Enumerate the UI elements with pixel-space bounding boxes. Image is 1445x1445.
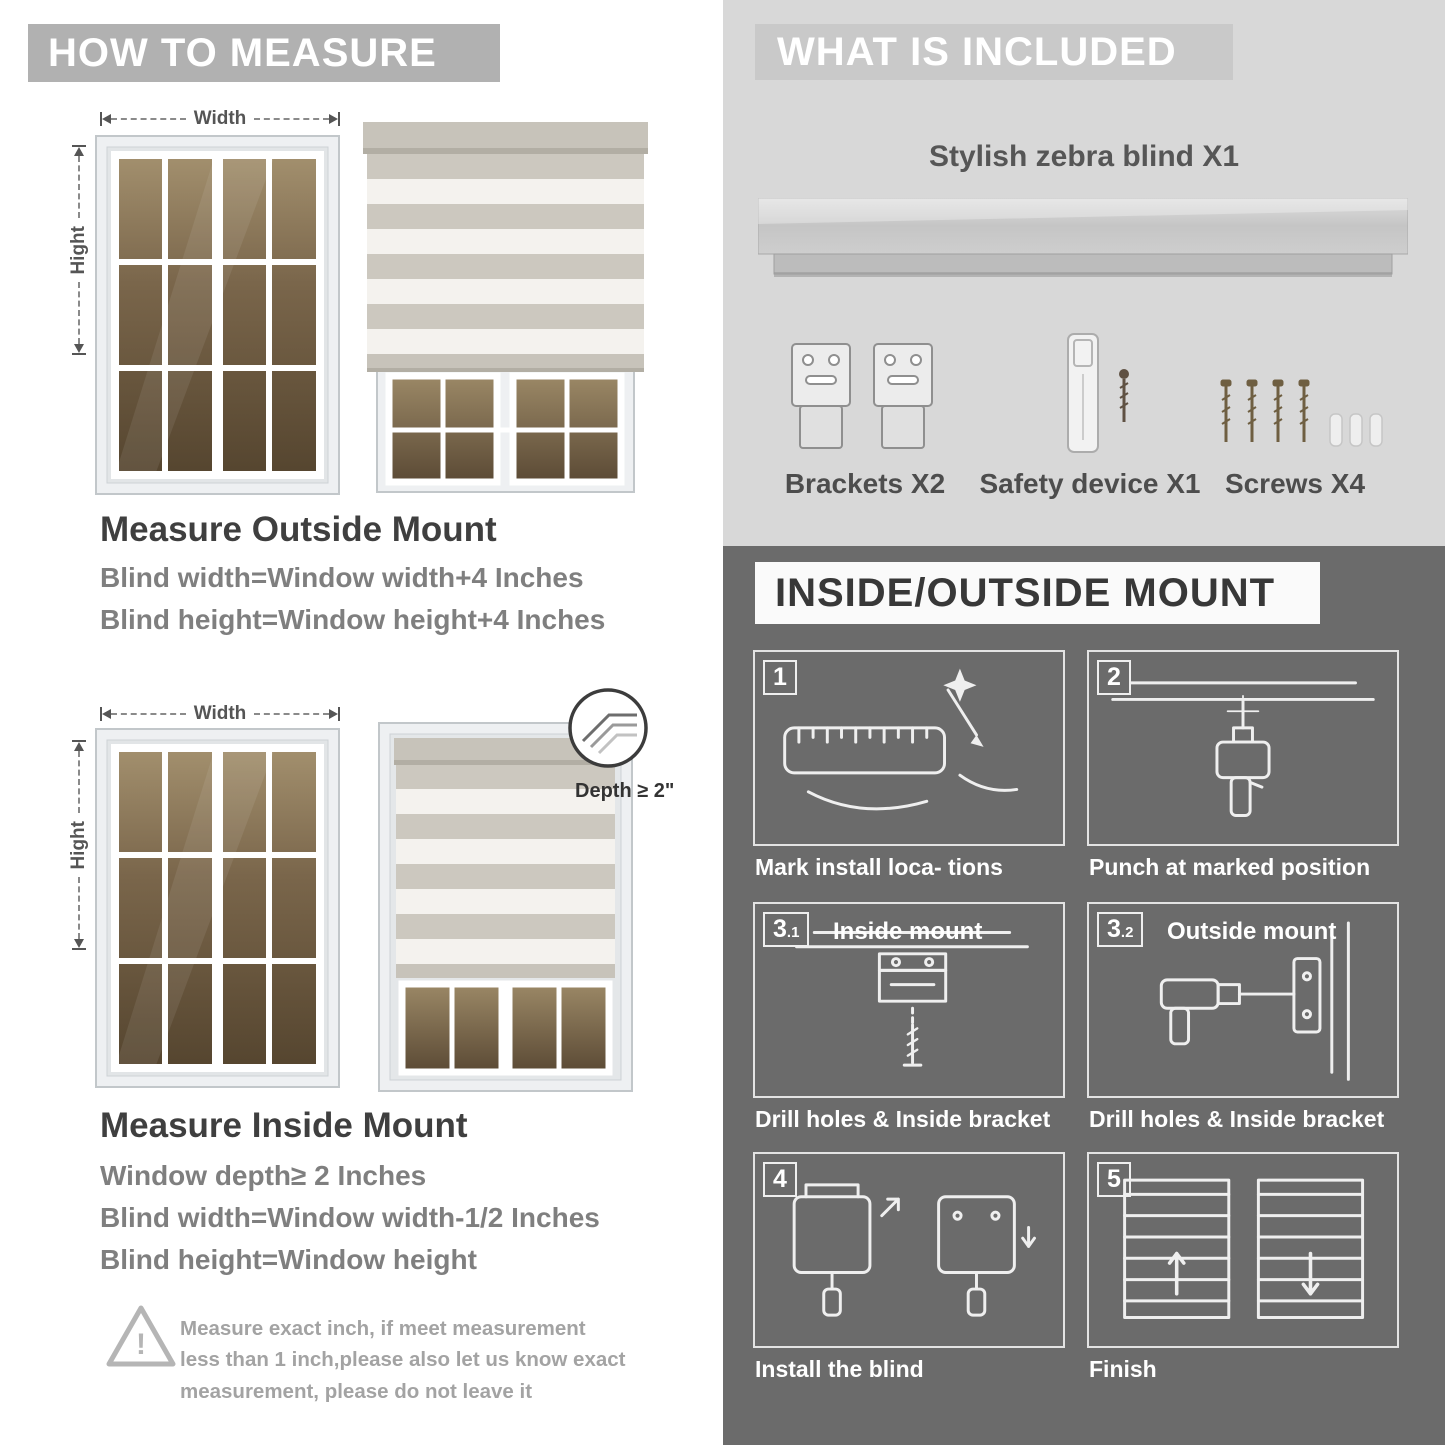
height-arrow: Hight xyxy=(68,740,90,951)
step-number: 2 xyxy=(1097,660,1131,695)
height-arrow: Hight xyxy=(68,145,90,356)
arrow-right-icon xyxy=(329,114,338,124)
what-is-included-header: WHAT IS INCLUDED xyxy=(755,24,1233,80)
step-caption-3-2: Drill holes & Inside bracket xyxy=(1089,1106,1385,1132)
depth-label: Depth ≥ 2" xyxy=(575,780,675,802)
step-number-sub: .1 xyxy=(786,924,800,941)
outside-width-spec: Blind width=Window width+4 Inches xyxy=(100,562,584,593)
inside-depth-spec: Window depth≥ 2 Inches xyxy=(100,1160,427,1191)
inside-height-spec: Blind height=Window height xyxy=(100,1244,477,1275)
step-panel-5: 5 xyxy=(1087,1152,1399,1348)
step-number: 4 xyxy=(763,1162,797,1197)
step-number-text: 1 xyxy=(773,663,787,691)
arrow-end-tick xyxy=(338,707,340,721)
step-number-text: 3 xyxy=(1107,915,1121,943)
warning-text: Measure exact inch, if meet measurement … xyxy=(180,1316,626,1404)
step-number: 3 .2 xyxy=(1097,912,1144,947)
dashed-line xyxy=(78,156,80,218)
drill-illustration xyxy=(1111,681,1375,817)
step-caption-1: Mark install loca- tions xyxy=(755,854,1003,880)
mount-header: INSIDE/OUTSIDE MOUNT xyxy=(755,562,1320,624)
arrow-down-icon xyxy=(74,939,84,949)
depth-callout-circle xyxy=(568,688,648,768)
step-number: 1 xyxy=(763,660,797,695)
step-panel-4: 4 xyxy=(753,1152,1065,1348)
step-number-text: 3 xyxy=(773,915,787,943)
step-number-sub: .2 xyxy=(1120,924,1134,941)
step-number: 5 xyxy=(1097,1162,1131,1197)
arrow-left-icon xyxy=(102,709,111,719)
warning-triangle-icon: ! xyxy=(106,1305,176,1367)
outside-bracket-illustration xyxy=(1159,921,1350,1081)
step-number-text: 4 xyxy=(773,1165,787,1193)
step-caption-5: Finish xyxy=(1089,1356,1157,1382)
arrow-end-tick xyxy=(100,112,102,126)
how-to-measure-header: HOW TO MEASURE xyxy=(28,24,500,82)
step-title: Outside mount xyxy=(1167,918,1337,945)
height-label: Hight xyxy=(68,820,89,870)
step-number-text: 2 xyxy=(1107,663,1121,691)
step-panel-3-1: 3 .1 Inside mount xyxy=(753,902,1065,1098)
inside-bracket-illustration xyxy=(795,931,1029,1067)
step-panel-1: 1 xyxy=(753,650,1065,846)
zebra-blind-outside-illustration xyxy=(363,122,648,493)
width-arrow: Width xyxy=(100,108,340,130)
outside-height-spec: Blind height=Window height+4 Inches xyxy=(100,604,606,635)
step-number: 3 .1 xyxy=(763,912,810,947)
safety-device-icon xyxy=(1067,333,1129,453)
height-label: Hight xyxy=(68,225,89,275)
width-label: Width xyxy=(193,703,247,724)
what-is-included-section: WHAT IS INCLUDED Stylish zebra blind X1 xyxy=(723,0,1445,546)
dashed-line xyxy=(78,282,80,345)
window-outside-illustration xyxy=(95,135,340,495)
arrow-up-icon xyxy=(74,742,84,751)
dashed-line xyxy=(254,118,329,120)
how-to-measure-section: HOW TO MEASURE Width Hight xyxy=(28,24,675,1404)
dashed-line xyxy=(111,713,186,715)
zebra-blind-inside-illustration xyxy=(378,722,633,1092)
step-caption-2: Punch at marked position xyxy=(1089,854,1371,880)
brackets-label: Brackets X2 xyxy=(784,468,946,499)
dashed-line xyxy=(78,751,80,813)
install-blind-illustration xyxy=(792,1183,1036,1317)
inside-width-spec: Blind width=Window width-1/2 Inches xyxy=(100,1202,600,1233)
outside-mount-title: Measure Outside Mount xyxy=(100,510,497,549)
step-panel-3-2: 3 .2 Outside mount xyxy=(1087,902,1399,1098)
arrow-end-tick xyxy=(72,145,86,147)
screws-icon xyxy=(1220,379,1383,447)
mount-instructions-section: INSIDE/OUTSIDE MOUNT 1 Mark install loca… xyxy=(723,546,1445,1445)
dashed-line xyxy=(78,877,80,940)
step-caption-4: Install the blind xyxy=(755,1356,924,1382)
safety-device-label: Safety device X1 xyxy=(979,468,1201,499)
window-inside-illustration xyxy=(95,728,340,1088)
screws-label: Screws X4 xyxy=(1224,468,1366,499)
dashed-line xyxy=(111,118,186,120)
width-arrow: Width xyxy=(100,703,340,725)
dashed-line xyxy=(254,713,329,715)
svg-text:!: ! xyxy=(136,1328,146,1361)
step-number-text: 5 xyxy=(1107,1165,1121,1193)
mark-locations-illustration xyxy=(783,668,1019,811)
zebra-blind-label: Stylish zebra blind X1 xyxy=(928,140,1240,173)
headrail-illustration xyxy=(758,198,1408,277)
step-panel-2: 2 xyxy=(1087,650,1399,846)
arrow-end-tick xyxy=(72,948,86,951)
width-label: Width xyxy=(193,108,247,129)
step-caption-3-1: Drill holes & Inside bracket xyxy=(755,1106,1051,1132)
step-title: Inside mount xyxy=(833,918,983,945)
arrow-end-tick xyxy=(72,353,86,356)
arrow-up-icon xyxy=(74,147,84,156)
arrow-end-tick xyxy=(100,707,102,721)
arrow-right-icon xyxy=(329,709,338,719)
brackets-icon xyxy=(791,343,933,449)
arrow-end-tick xyxy=(338,112,340,126)
arrow-down-icon xyxy=(74,344,84,354)
finish-illustration xyxy=(1123,1178,1365,1319)
arrow-left-icon xyxy=(102,114,111,124)
arrow-end-tick xyxy=(72,740,86,742)
inside-mount-title: Measure Inside Mount xyxy=(100,1106,468,1145)
